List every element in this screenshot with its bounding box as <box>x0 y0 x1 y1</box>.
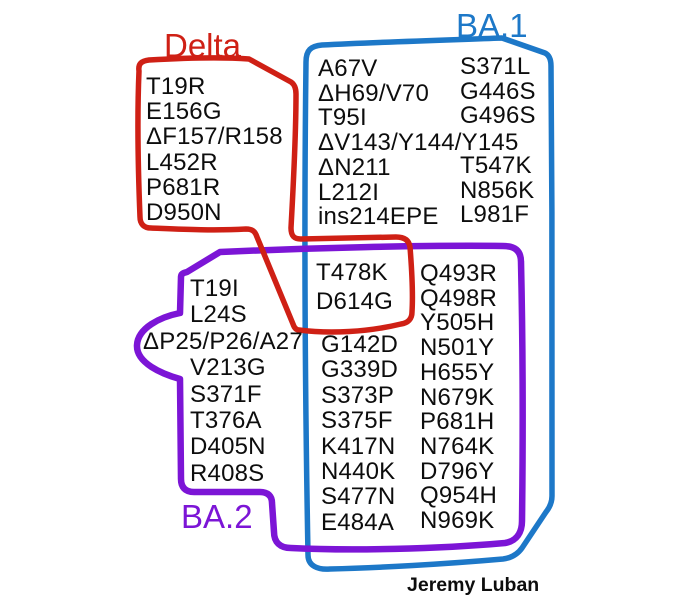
mutation: H655Y <box>420 358 495 386</box>
mutation: G142D <box>321 331 399 358</box>
mutation: E156G <box>146 98 222 126</box>
ba1-label: BA.1 <box>456 7 528 44</box>
mutation: Q498R <box>420 284 498 312</box>
mutation: L981F <box>460 201 530 229</box>
mutation: R408S <box>190 459 265 487</box>
mutation: ΔV143/Y144/Y145 <box>318 129 519 157</box>
mutation: K417N <box>321 432 396 460</box>
mutation: N501Y <box>420 334 495 362</box>
mutation: P681R <box>146 173 221 201</box>
mutation: T19R <box>146 73 206 100</box>
mutation: T376A <box>190 407 262 435</box>
mutation: ΔF157/R158 <box>146 123 283 151</box>
mutation: D614G <box>316 288 394 315</box>
mutation: E484A <box>321 508 395 536</box>
delta-outline <box>135 55 416 335</box>
mutation: N856K <box>460 176 535 204</box>
mutation: D405N <box>190 433 266 461</box>
mutation: G339D <box>321 356 399 384</box>
mutation: ΔH69/V70 <box>318 79 430 107</box>
mutation: T95I <box>318 104 367 132</box>
mutation: A67V <box>318 55 378 82</box>
ba2-label: BA.2 <box>181 498 253 535</box>
mutation: T478K <box>316 259 388 286</box>
mutation: V213G <box>190 354 266 382</box>
mutation: ΔN211 <box>318 153 391 181</box>
mutation: Y505H <box>420 309 495 337</box>
mutation: L24S <box>190 301 247 329</box>
mutation: L212I <box>318 178 380 206</box>
mutation: D950N <box>146 199 222 227</box>
mutation: S371F <box>190 380 262 408</box>
mutation: Q493R <box>420 260 498 287</box>
mutation: N679K <box>420 383 495 411</box>
mutation: T547K <box>460 151 532 179</box>
ba2-outline <box>133 242 526 553</box>
mutation: ins214EPE <box>318 203 439 231</box>
mutation: L452R <box>146 148 218 176</box>
mutation: S375F <box>321 407 393 435</box>
mutation: N440K <box>321 458 396 486</box>
mutation: P681H <box>420 408 495 436</box>
delta-label: Delta <box>164 27 242 64</box>
mutation: N969K <box>420 507 495 535</box>
mutation: ΔP25/P26/A27 <box>143 327 303 355</box>
mutation: S371L <box>460 53 531 80</box>
ba1-outline <box>302 35 556 572</box>
mutation: T19I <box>190 275 239 302</box>
mutation: Q954H <box>420 482 498 510</box>
mutation: G496S <box>460 102 536 130</box>
mutation: G446S <box>460 77 536 105</box>
mutation: D796Y <box>420 457 495 485</box>
credit-text: Jeremy Luban <box>407 574 540 596</box>
mutation <box>460 129 536 154</box>
mutation: S477N <box>321 483 396 511</box>
mutation: N764K <box>420 432 495 460</box>
mutation: S373P <box>321 381 395 409</box>
